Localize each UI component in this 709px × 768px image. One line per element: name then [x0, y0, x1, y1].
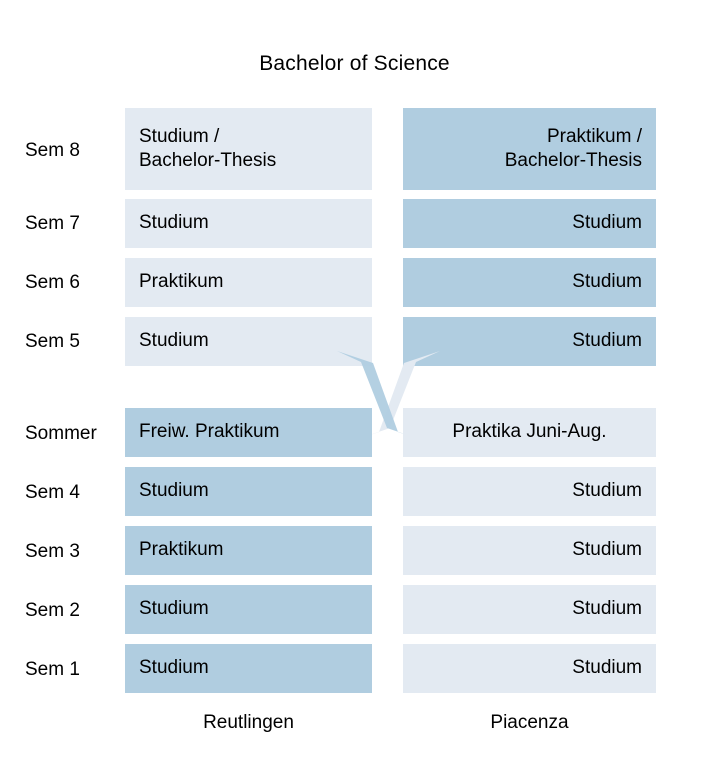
row-label-sem-6: Sem 6 [25, 272, 80, 293]
box-left-sem-4: Studium [125, 467, 372, 516]
footer-label-left: Reutlingen [203, 712, 294, 733]
box-text: Studium [572, 598, 642, 620]
box-right-sem-1: Studium [403, 644, 656, 693]
box-text: Studium [572, 271, 642, 293]
box-text: Studium [572, 480, 642, 502]
box-right-sem-6: Studium [403, 258, 656, 307]
box-left-sem-7: Studium [125, 199, 372, 248]
page-title: Bachelor of Science [259, 52, 450, 75]
box-right-sem-7: Studium [403, 199, 656, 248]
box-text: Studium [139, 480, 209, 502]
box-right-sem-2: Studium [403, 585, 656, 634]
box-right-sem-8: Praktikum / Bachelor-Thesis [403, 108, 656, 190]
row-label-sem-2: Sem 2 [25, 600, 80, 621]
box-text-line1: Praktikum / [546, 125, 642, 147]
box-left-sem-1: Studium [125, 644, 372, 693]
row-label-sommer: Sommer [25, 423, 97, 444]
row-label-sem-4: Sem 4 [25, 482, 80, 503]
box-text-line2: Bachelor-Thesis [139, 150, 277, 171]
box-right-sem-5: Studium [403, 317, 656, 366]
box-text: Studium [572, 330, 642, 352]
box-text: Studium [572, 539, 642, 561]
row-label-sem-1: Sem 1 [25, 659, 80, 680]
box-text: Studium [139, 598, 209, 620]
row-label-sem-8: Sem 8 [25, 140, 80, 161]
box-text: Praktikum [139, 539, 224, 561]
box-left-sem-5: Studium [125, 317, 372, 366]
box-text: Freiw. Praktikum [139, 421, 280, 443]
box-left-sem-3: Praktikum [125, 526, 372, 575]
box-left-sem-2: Studium [125, 585, 372, 634]
row-label-sem-5: Sem 5 [25, 331, 80, 352]
box-text: Studium [139, 657, 209, 679]
box-text: Studium [572, 212, 642, 234]
box-text: Praktikum [139, 271, 224, 293]
box-right-sem-4: Studium [403, 467, 656, 516]
box-text: Studium [139, 212, 209, 234]
box-right-sommer: Praktika Juni-Aug. [403, 408, 656, 457]
box-right-sem-3: Studium [403, 526, 656, 575]
box-left-sem-8: Studium / Bachelor-Thesis [125, 108, 372, 190]
box-text: Studium [139, 330, 209, 352]
box-text: Studium [572, 657, 642, 679]
box-text: Praktika Juni-Aug. [452, 421, 607, 443]
row-label-sem-3: Sem 3 [25, 541, 80, 562]
footer-label-right: Piacenza [490, 712, 569, 733]
box-text-line1: Studium / [139, 125, 220, 147]
box-left-sem-6: Praktikum [125, 258, 372, 307]
box-text-line2: Bachelor-Thesis [504, 150, 642, 171]
box-left-sommer: Freiw. Praktikum [125, 408, 372, 457]
row-label-sem-7: Sem 7 [25, 213, 80, 234]
